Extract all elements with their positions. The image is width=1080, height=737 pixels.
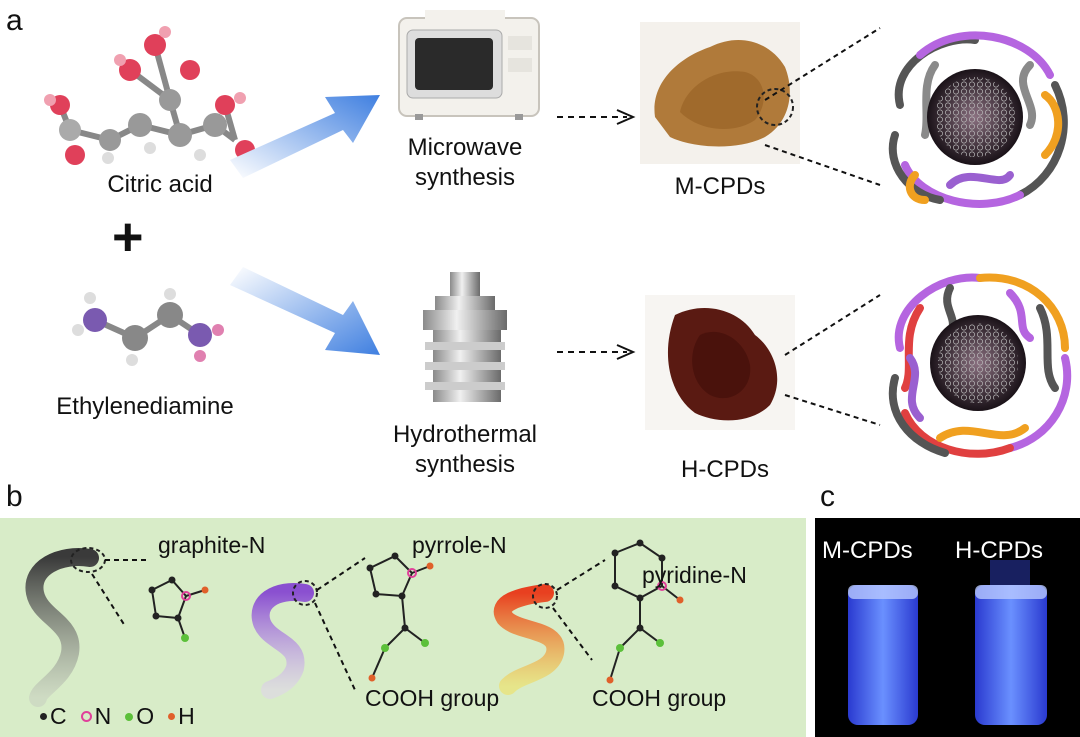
hydrogen-dot-icon — [168, 713, 176, 720]
pyrrole-chain-icon — [251, 583, 314, 699]
legend-nitrogen: N — [80, 703, 112, 730]
panel-b-letter: b — [6, 480, 23, 513]
panel-b-structures — [25, 539, 684, 707]
legend-carbon: C — [40, 703, 67, 730]
hydrothermal-label-line-1: Hydrothermal — [392, 421, 538, 448]
hydrothermal-label-line-2: synthesis — [414, 451, 516, 478]
legend-oxygen: O — [125, 703, 154, 730]
panel-c-letter: c — [820, 480, 835, 513]
oxygen-dot-icon — [125, 712, 134, 721]
m-cpds-label: M-CPDs — [674, 173, 766, 200]
h-cpds-vial-label: H-CPDs — [955, 537, 1043, 564]
m-cpds-vial-label: M-CPDs — [822, 537, 913, 564]
legend-carbon-label: C — [50, 703, 67, 729]
m-cpds-vial-icon — [848, 585, 918, 725]
microwave-label-line-1: Microwave — [407, 134, 523, 161]
arrow-to-hydrothermal-icon — [230, 267, 380, 355]
h-cpd-nanoparticle-icon — [888, 273, 1072, 458]
dashed-arrows — [557, 109, 636, 360]
fluorescent-vials-image — [848, 560, 1047, 725]
h-cpds-vial-icon — [975, 585, 1047, 725]
h-cpds-powder-image — [645, 295, 795, 430]
ethylenediamine-molecule-icon — [72, 288, 224, 366]
cooh-group-label-1: COOH group — [365, 685, 500, 711]
carbon-dot-icon — [40, 713, 47, 720]
cooh-group-label-2: COOH group — [592, 685, 727, 711]
atom-legend: C N O H — [40, 703, 195, 730]
arrow-to-microwave-icon — [230, 95, 380, 178]
m-cpd-nanoparticle-icon — [888, 31, 1068, 208]
microwave-oven-icon — [398, 10, 540, 120]
graphite-chain-icon — [25, 548, 99, 707]
microwave-label-line-2: synthesis — [414, 164, 516, 191]
synthesis-arrows — [230, 95, 380, 355]
legend-hydrogen: H — [168, 703, 195, 730]
ethylenediamine-label: Ethylenediamine — [56, 393, 234, 420]
m-cpds-powder-image — [640, 22, 800, 164]
pyrrole-n-label: pyrrole-N — [412, 532, 507, 558]
legend-hydrogen-label: H — [178, 703, 195, 729]
pyridine-chain-icon — [493, 584, 565, 695]
legend-nitrogen-label: N — [94, 703, 112, 729]
legend-oxygen-label: O — [136, 703, 155, 729]
plus-sign: + — [112, 207, 144, 267]
graphite-n-label: graphite-N — [158, 532, 266, 558]
hydrothermal-autoclave-icon — [423, 272, 507, 402]
nitrogen-dot-icon — [80, 711, 92, 722]
pyridine-n-label: pyridine-N — [642, 562, 747, 588]
h-cpds-label: H-CPDs — [681, 456, 769, 483]
zoom-lines — [764, 27, 881, 426]
panel-a-letter: a — [6, 4, 23, 37]
citric-acid-molecule-icon — [44, 26, 255, 165]
citric-acid-label: Citric acid — [107, 171, 213, 198]
